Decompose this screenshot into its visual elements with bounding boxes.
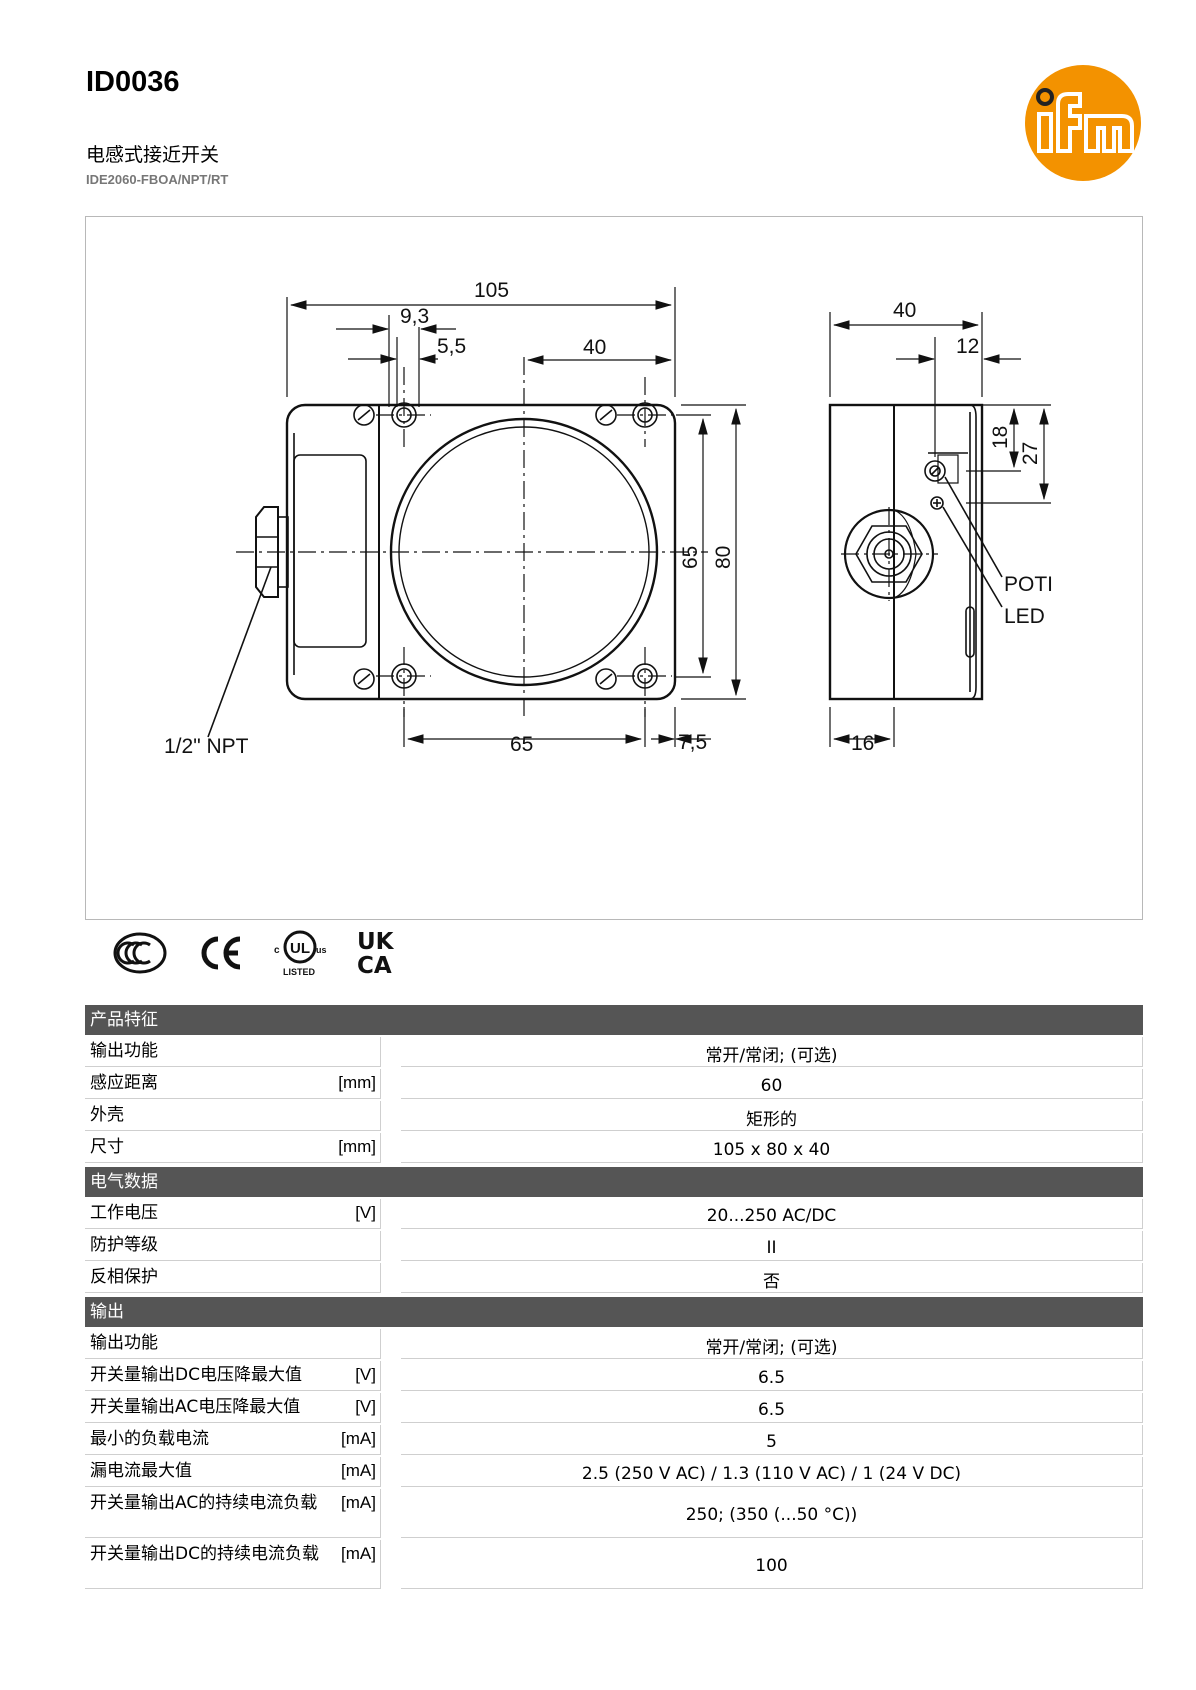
table-row: 防护等级 II: [85, 1231, 1143, 1261]
page-title: ID0036: [86, 66, 180, 98]
row-label: 开关量输出AC电压降最大值: [90, 1397, 301, 1417]
dimension-drawing-svg: 105 9,3 5,5 40 65 80 65 7,5 1/2" NPT 40 …: [164, 279, 1053, 758]
row-value: 矩形的: [401, 1101, 1143, 1131]
dim-5-5: 5,5: [437, 335, 466, 358]
ccc-mark-icon: [113, 932, 167, 974]
row-label: 开关量输出AC的持续电流负载: [90, 1493, 318, 1513]
row-unit: [V]: [355, 1203, 376, 1222]
label-npt: 1/2" NPT: [164, 735, 249, 758]
ukca-ca-text: CA: [357, 953, 392, 979]
sensor-body-side: [828, 403, 984, 701]
row-unit: [368, 1331, 376, 1356]
table-row: 感应距离 [mm] 60: [85, 1069, 1143, 1099]
dim-40-top: 40: [583, 336, 606, 359]
row-value: 60: [401, 1069, 1143, 1099]
potentiometer: [924, 460, 946, 482]
ul-listed-text: LISTED: [283, 967, 316, 977]
table-row: 开关量输出DC的持续电流负载 [mA] 100: [85, 1540, 1143, 1589]
row-unit: [mA]: [341, 1461, 376, 1480]
ifm-logo-icon: [1025, 65, 1141, 181]
table-row: 漏电流最大值 [mA] 2.5 (250 V AC) / 1.3 (110 V A…: [85, 1457, 1143, 1487]
section-header-electrical-data: 电气数据: [85, 1167, 1143, 1197]
dim-9-3: 9,3: [400, 305, 429, 328]
table-row: 开关量输出DC电压降最大值 [V] 6.5: [85, 1361, 1143, 1391]
dim-40-side: 40: [893, 299, 916, 322]
table-row: 开关量输出AC电压降最大值 [V] 6.5: [85, 1393, 1143, 1423]
row-unit: [mA]: [341, 1544, 376, 1563]
product-subtitle: 电感式接近开关: [86, 144, 220, 166]
dim-65-horizontal: 65: [510, 733, 533, 756]
row-unit: [V]: [355, 1365, 376, 1384]
row-label: 漏电流最大值: [90, 1461, 192, 1481]
row-value: II: [401, 1231, 1143, 1261]
row-unit: [mA]: [341, 1429, 376, 1448]
row-value: 2.5 (250 V AC) / 1.3 (110 V AC) / 1 (24 …: [401, 1457, 1143, 1487]
table-row: 外壳 矩形的: [85, 1101, 1143, 1131]
ukca-uk-text: UK: [357, 929, 395, 955]
ul-text: UL: [290, 940, 310, 957]
dim-27: 27: [1019, 442, 1042, 465]
table-row: 反相保护 否: [85, 1263, 1143, 1293]
ul-us-text: us: [316, 945, 327, 955]
row-unit: [368, 1103, 376, 1128]
product-model: IDE2060-FBOA/NPT/RT: [86, 172, 229, 187]
label-window: [293, 454, 367, 648]
row-label: 外壳: [90, 1105, 124, 1125]
ul-c-text: c: [274, 945, 280, 956]
row-value: 6.5: [401, 1393, 1143, 1423]
dim-16: 16: [851, 732, 874, 755]
row-label: 输出功能: [90, 1041, 158, 1061]
section-header-product-features: 产品特征: [85, 1005, 1143, 1035]
row-value: 6.5: [401, 1361, 1143, 1391]
led-indicator: [930, 496, 944, 510]
row-unit: [mA]: [341, 1493, 376, 1512]
table-row: 开关量输出AC的持续电流负载 [mA] 250; (350 (...50 °C)): [85, 1489, 1143, 1538]
spec-table: 产品特征 输出功能 常开/常闭; (可选) 感应距离 [mm] 60 外壳 矩形的…: [85, 1005, 1143, 1589]
table-row: 输出功能 常开/常闭; (可选): [85, 1037, 1143, 1067]
row-value: 常开/常闭; (可选): [401, 1037, 1143, 1067]
row-unit: [mm]: [338, 1137, 376, 1156]
row-value: 105 x 80 x 40: [401, 1133, 1143, 1163]
row-label: 工作电压: [90, 1203, 158, 1223]
ul-listed-icon: c UL us LISTED: [274, 930, 327, 977]
row-label: 感应距离: [90, 1073, 158, 1093]
row-label: 最小的负载电流: [90, 1429, 209, 1449]
row-unit: [368, 1039, 376, 1064]
dimension-drawing: 105 9,3 5,5 40 65 80 65 7,5 1/2" NPT 40 …: [85, 216, 1143, 920]
row-value: 250; (350 (...50 °C)): [401, 1489, 1143, 1538]
row-unit: [mm]: [338, 1073, 376, 1092]
row-label: 开关量输出DC的持续电流负载: [90, 1544, 319, 1564]
label-led: LED: [1004, 605, 1045, 628]
row-value: 20...250 AC/DC: [401, 1199, 1143, 1229]
table-row: 输出功能 常开/常闭; (可选): [85, 1329, 1143, 1359]
ce-mark-icon: [201, 936, 241, 970]
certification-marks: c UL us LISTED UK CA: [110, 925, 430, 981]
row-value: 5: [401, 1425, 1143, 1455]
row-unit: [V]: [355, 1397, 376, 1416]
row-label: 尺寸: [90, 1137, 124, 1157]
row-unit: [368, 1233, 376, 1258]
label-poti: POTI: [1004, 573, 1053, 596]
row-value: 100: [401, 1540, 1143, 1589]
dim-18: 18: [989, 426, 1012, 449]
dim-65-vertical: 65: [679, 546, 702, 569]
row-label: 反相保护: [90, 1267, 158, 1287]
dim-12: 12: [956, 335, 979, 358]
ukca-mark-icon: UK CA: [357, 929, 395, 979]
dim-105: 105: [474, 279, 509, 302]
dim-7-5: 7,5: [678, 731, 707, 754]
section-header-output: 输出: [85, 1297, 1143, 1327]
row-unit: [368, 1265, 376, 1290]
table-row: 工作电压 [V] 20...250 AC/DC: [85, 1199, 1143, 1229]
row-value: 否: [401, 1263, 1143, 1293]
row-label: 输出功能: [90, 1333, 158, 1353]
table-row: 尺寸 [mm] 105 x 80 x 40: [85, 1133, 1143, 1163]
table-row: 最小的负载电流 [mA] 5: [85, 1425, 1143, 1455]
dim-80-vertical: 80: [712, 546, 735, 569]
row-value: 常开/常闭; (可选): [401, 1329, 1143, 1359]
row-label: 防护等级: [90, 1235, 158, 1255]
row-label: 开关量输出DC电压降最大值: [90, 1365, 302, 1385]
